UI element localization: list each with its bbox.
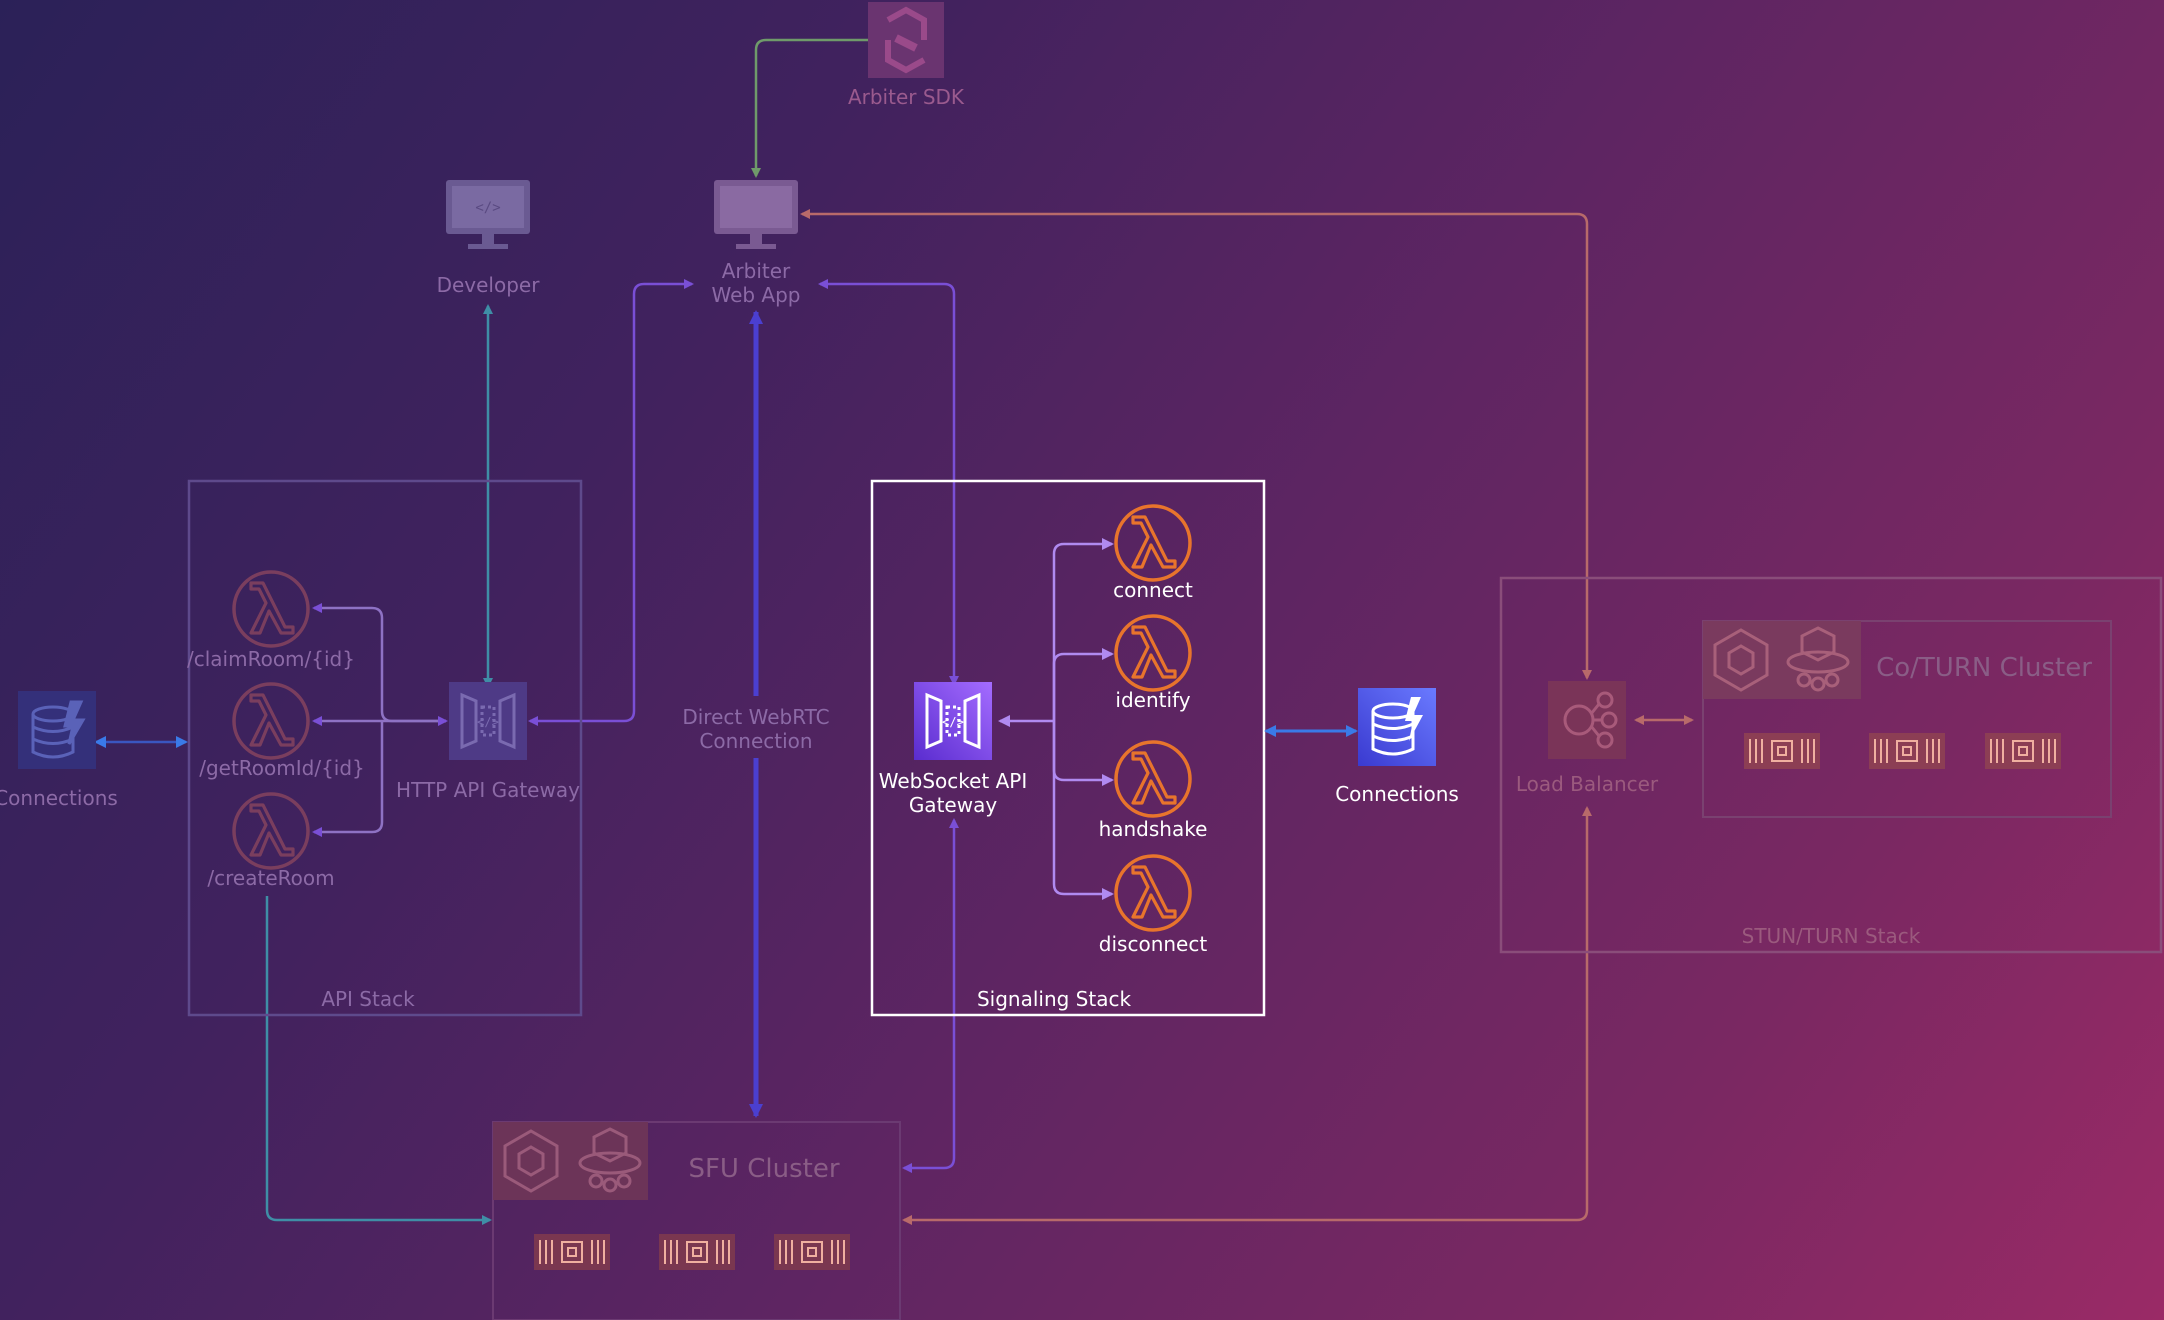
svg-text:</>: </>: [475, 200, 500, 216]
chip-icon: [658, 1233, 736, 1271]
monitor-icon: [714, 180, 798, 249]
dynamodb-icon: [18, 691, 96, 769]
direct-webrtc-label-1: Direct WebRTC: [682, 705, 829, 729]
http-gateway-lambda-arrows: [312, 603, 448, 837]
signaling-stack-box: [870, 479, 1266, 1017]
lambda-icon: [232, 570, 310, 648]
direct-webrtc-label-2: Connection: [699, 729, 812, 753]
chip-icon: [773, 1233, 851, 1271]
lambda-icon: [232, 682, 310, 760]
sfu-cluster-title: SFU Cluster: [688, 1154, 839, 1184]
arbiter-sdk-label: Arbiter SDK: [848, 85, 965, 109]
api-gateway-icon: </>: [914, 682, 992, 760]
stun-turn-stack-label: STUN/TURN Stack: [1742, 924, 1921, 948]
api-gateway-icon: </>: [449, 682, 527, 760]
lb-to-webapp-arrow: [800, 209, 1592, 680]
chip-icon: [1984, 732, 2062, 770]
api-stack-label: API Stack: [321, 987, 415, 1011]
lambda-icon: [1114, 740, 1192, 818]
get-room-id-label: /getRoomId/{id}: [199, 756, 365, 780]
stun-turn-stack-box: [1499, 576, 2163, 954]
webapp-http-gateway-arrow: [528, 279, 694, 726]
api-stack-box: [187, 479, 583, 1017]
developer-label: Developer: [437, 273, 541, 297]
ecs-icon: [503, 1129, 559, 1193]
dynamodb-icon: [1358, 688, 1436, 766]
load-balancer-icon: [1548, 681, 1626, 759]
sfu-cluster-box: [492, 1121, 901, 1320]
create-room-label: /createRoom: [207, 866, 334, 890]
load-balancer-label: Load Balancer: [1516, 772, 1659, 796]
arbiter-web-app-label-2: Web App: [711, 283, 800, 307]
lambda-icon: [232, 792, 310, 870]
sdk-icon: [868, 2, 944, 78]
chip-icon: [533, 1233, 611, 1271]
sfu-lb-arrow: [902, 806, 1592, 1225]
ws-gateway-sfu-arrow: [902, 818, 959, 1173]
signaling-stack-label: Signaling Stack: [977, 987, 1132, 1011]
arbiter-web-app-label-1: Arbiter: [722, 259, 791, 283]
coturn-chips: [1743, 732, 2062, 770]
signaling-connections-label: Connections: [1335, 782, 1459, 806]
monitor-icon: </>: [446, 180, 530, 249]
api-connections-label: Connections: [0, 786, 118, 810]
create-room-sfu-arrow: [265, 896, 492, 1225]
coturn-cluster-box: [1702, 620, 2112, 818]
ws-gateway-lambda-arrows: [998, 538, 1114, 900]
coturn-cluster-title: Co/TURN Cluster: [1876, 653, 2092, 683]
chip-icon: [1868, 732, 1946, 770]
coturn-cluster-header: [1703, 621, 1861, 699]
sfu-chips: [533, 1233, 851, 1271]
ws-api-gateway-label-1: WebSocket API: [879, 769, 1028, 793]
lambda-disconnect-label: disconnect: [1099, 932, 1208, 956]
fargate-icon: [1786, 626, 1850, 692]
lambda-icon: [1114, 504, 1192, 582]
lambda-handshake-label: handshake: [1099, 817, 1208, 841]
lambda-icon: [1114, 854, 1192, 932]
sdk-to-webapp-arrow: [751, 38, 868, 178]
http-api-gateway-label: HTTP API Gateway: [396, 778, 580, 802]
lambda-icon: [1114, 614, 1192, 692]
lambda-connect-label: connect: [1113, 578, 1193, 602]
webapp-ws-gateway-arrow: [818, 279, 959, 686]
svg-text:</>: </>: [942, 715, 964, 729]
svg-text:</>: </>: [477, 715, 499, 729]
lambda-identify-label: identify: [1115, 688, 1190, 712]
fargate-icon: [578, 1127, 642, 1193]
chip-icon: [1743, 732, 1821, 770]
ecs-icon: [1713, 628, 1769, 692]
ws-api-gateway-label-2: Gateway: [909, 793, 998, 817]
claim-room-label: /claimRoom/{id}: [187, 647, 355, 671]
